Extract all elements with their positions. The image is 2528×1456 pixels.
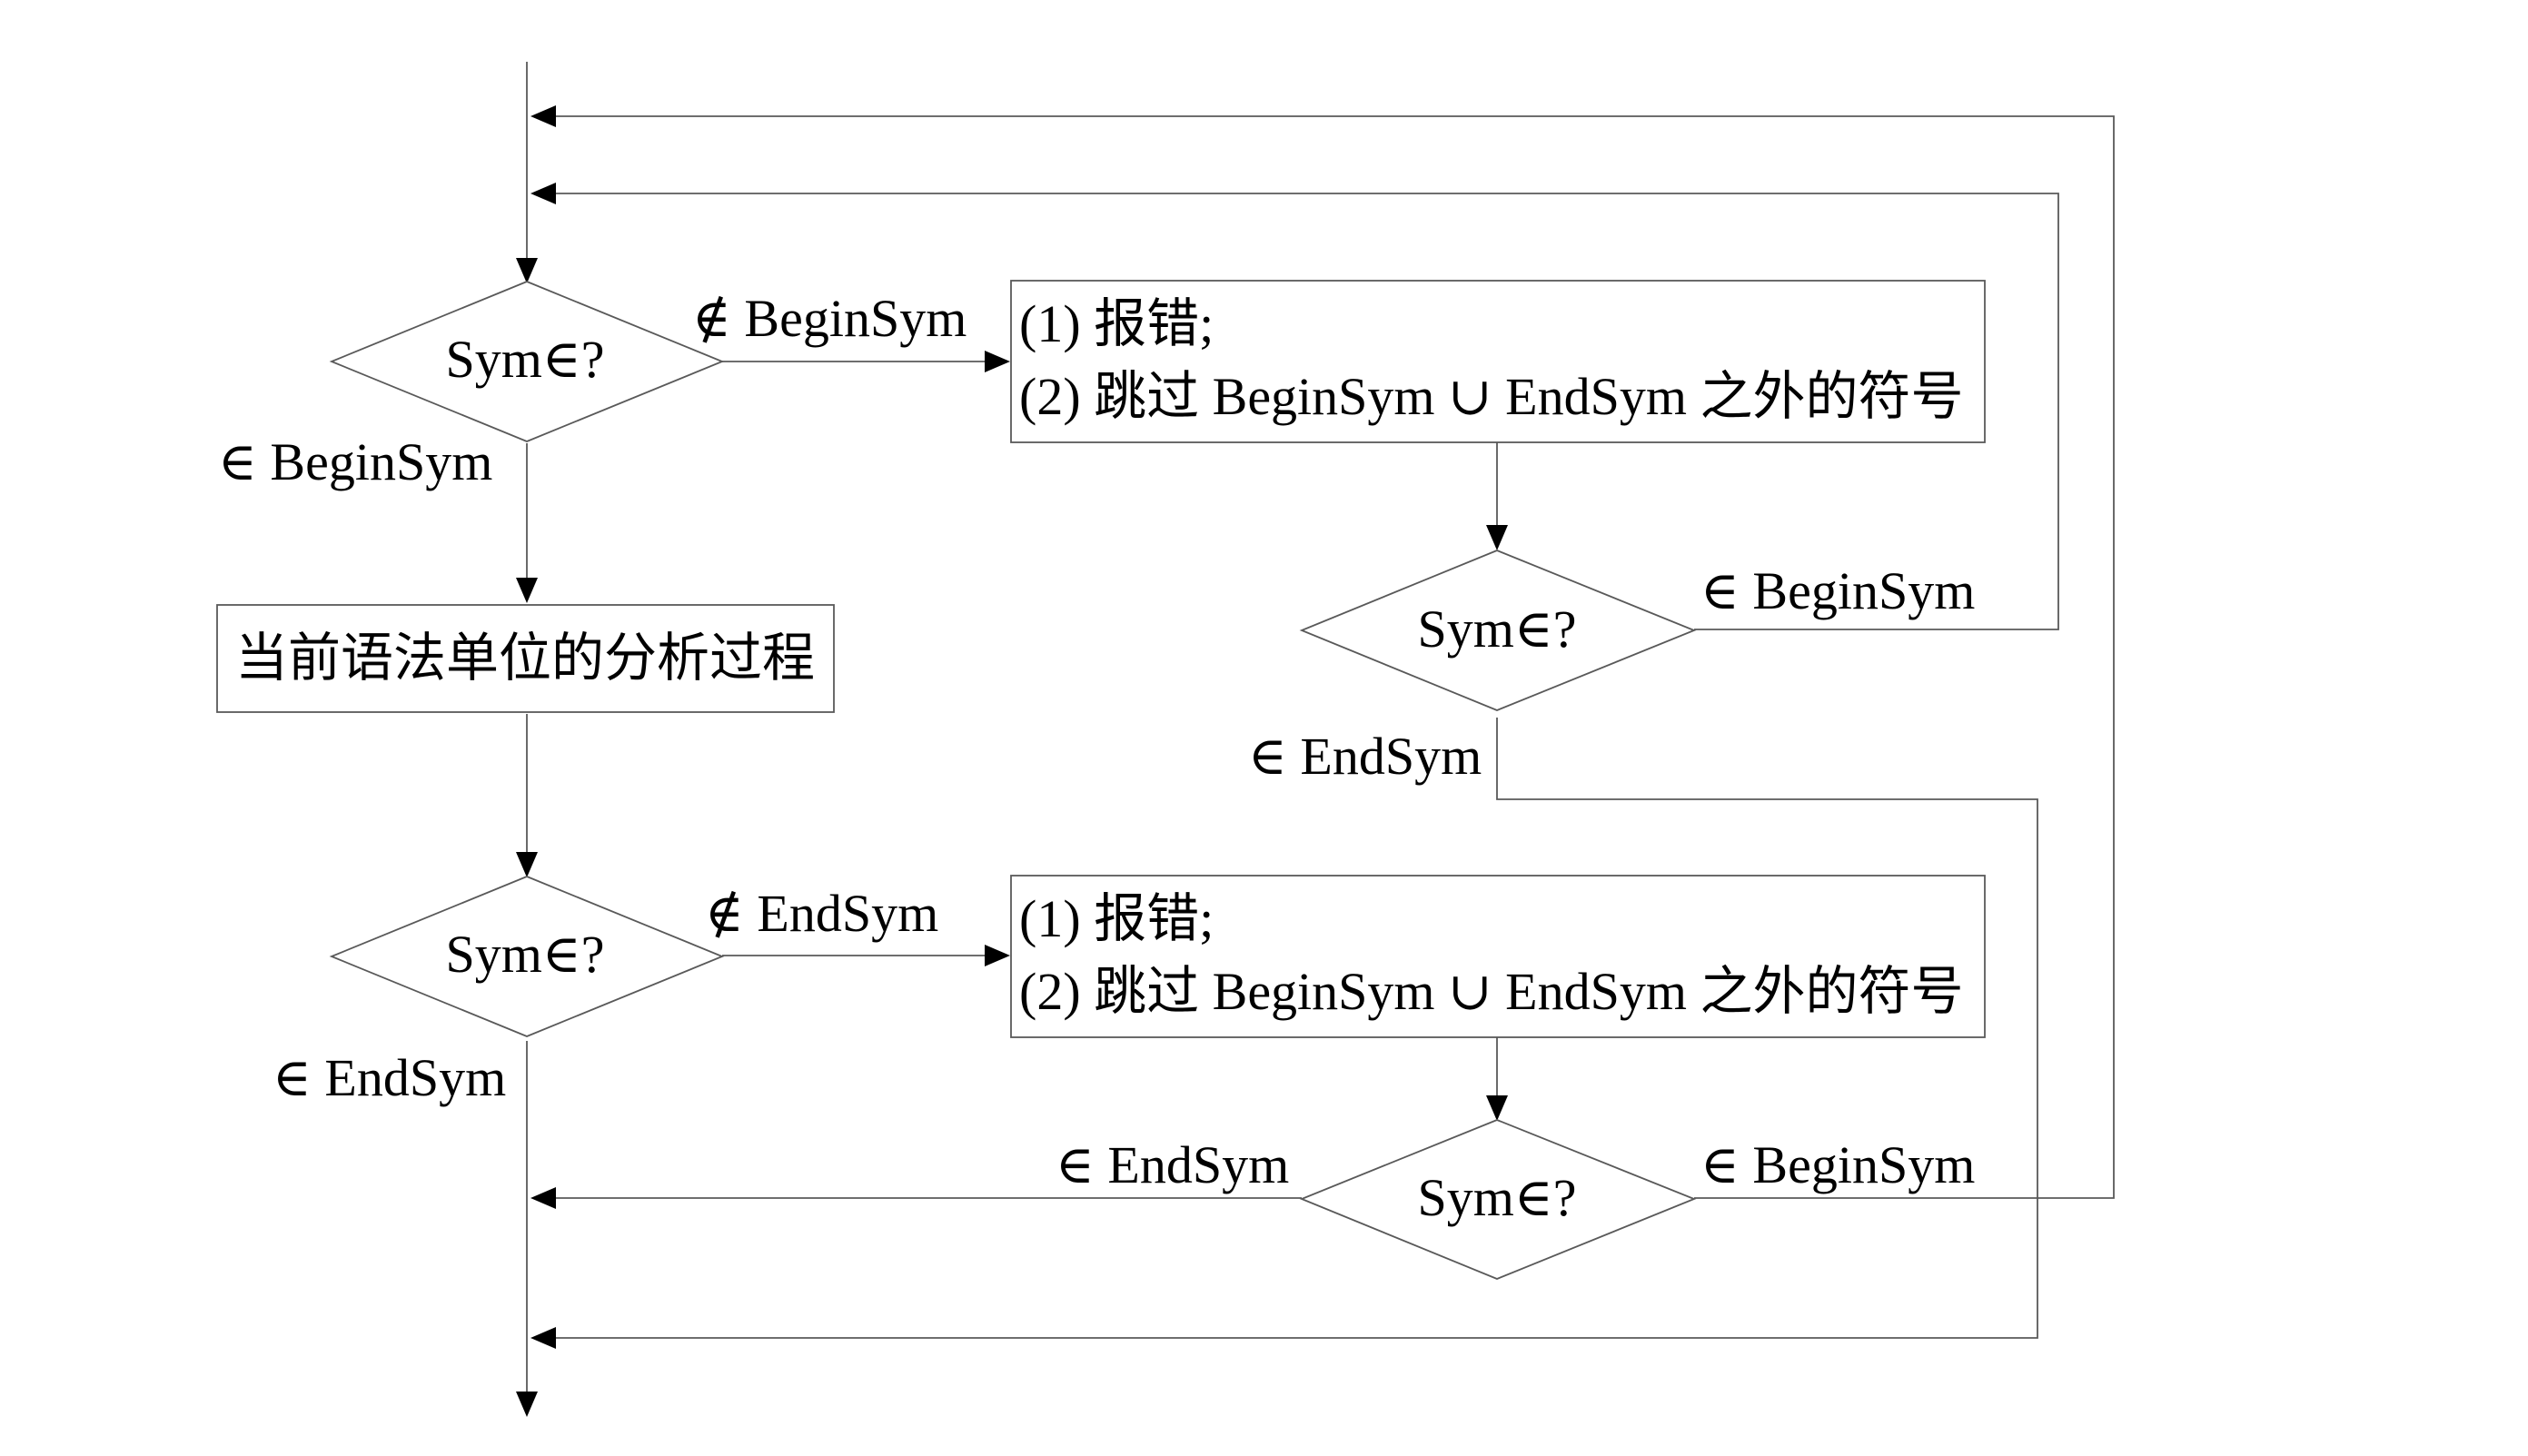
arrowhead-left-bottom-merge bbox=[530, 1327, 556, 1349]
decision-recover1-check bbox=[1299, 550, 1697, 711]
arrowhead-left-loop-outer bbox=[530, 105, 556, 127]
decision-recover2-check bbox=[1299, 1119, 1697, 1280]
edge-recover2-begin-loop bbox=[550, 115, 2115, 1199]
label-not-in-end: ∉ EndSym bbox=[705, 884, 938, 943]
arrowhead-down-recover1 bbox=[1486, 525, 1508, 550]
edge-label-texts: ∉ BeginSym ∈ BeginSym ∉ EndSym ∈ EndSym … bbox=[218, 289, 1975, 1194]
arrowhead-left-recover2-end bbox=[530, 1187, 556, 1209]
process-label: 当前语法单位的分析过程 bbox=[235, 629, 815, 688]
label-not-in-begin: ∉ BeginSym bbox=[692, 289, 967, 348]
end-check-label: Sym∈? bbox=[445, 925, 604, 984]
edge-recover1-end-path bbox=[550, 718, 2038, 1339]
label-recover1-in-end: ∈ EndSym bbox=[1248, 727, 1482, 786]
label-recover2-in-begin: ∈ BeginSym bbox=[1700, 1135, 1975, 1194]
arrowhead-right-box2 bbox=[985, 945, 1010, 966]
label-recover1-in-begin: ∈ BeginSym bbox=[1700, 561, 1975, 620]
box2-line2: (2) 跳过 BeginSym ∪ EndSym 之外的符号 bbox=[1019, 962, 1963, 1021]
connectors bbox=[526, 62, 2115, 1399]
label-recover2-in-end: ∈ EndSym bbox=[1056, 1135, 1289, 1194]
box1-line2: (2) 跳过 BeginSym ∪ EndSym 之外的符号 bbox=[1019, 367, 1963, 426]
arrowhead-down-top-decision bbox=[516, 258, 538, 283]
arrowheads bbox=[516, 105, 1508, 1417]
shapes bbox=[216, 280, 1986, 1280]
decision-begin-check bbox=[329, 281, 725, 442]
box2-line1: (1) 报错; bbox=[1019, 889, 1214, 948]
shape-texts: Sym∈? 当前语法单位的分析过程 Sym∈? (1) 报错; (2) 跳过 B… bbox=[235, 294, 1963, 1227]
box1-line1: (1) 报错; bbox=[1019, 294, 1214, 353]
recovery-box-1 bbox=[1010, 280, 1986, 443]
recover2-check-label: Sym∈? bbox=[1417, 1168, 1576, 1227]
process-parse-unit bbox=[216, 604, 835, 713]
arrowhead-down-process bbox=[516, 578, 538, 603]
edge-recover1-begin-loop bbox=[550, 193, 2059, 630]
recovery-box-2 bbox=[1010, 875, 1986, 1038]
arrowhead-down-recover2 bbox=[1486, 1095, 1508, 1121]
begin-check-label: Sym∈? bbox=[445, 330, 604, 389]
label-in-end-main: ∈ EndSym bbox=[273, 1048, 506, 1107]
label-in-begin-main: ∈ BeginSym bbox=[218, 432, 492, 491]
recover1-check-label: Sym∈? bbox=[1417, 599, 1576, 659]
arrowhead-left-loop-inner bbox=[530, 183, 556, 204]
decision-end-check bbox=[329, 876, 725, 1037]
arrowhead-down-exit bbox=[516, 1392, 538, 1417]
arrowhead-down-end-decision bbox=[516, 852, 538, 877]
arrowhead-right-box1 bbox=[985, 351, 1010, 372]
